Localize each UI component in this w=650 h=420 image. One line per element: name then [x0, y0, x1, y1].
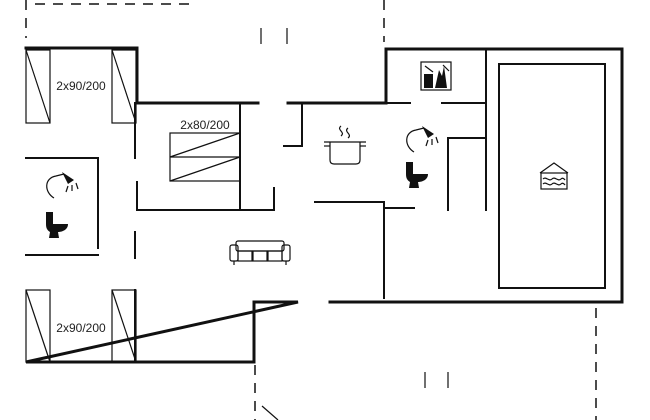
shower-icon: [406, 126, 439, 153]
bed-size-label: 2x80/200: [180, 118, 230, 132]
sofa-icon: [229, 240, 291, 265]
shower-icon: [46, 172, 79, 199]
toilet-icon: [406, 162, 428, 188]
bed-size-label: 2x90/200: [56, 79, 106, 93]
toilet-icon: [46, 212, 68, 238]
bed-middle: [169, 132, 241, 182]
interior-walls: [25, 48, 487, 363]
terrace-lines: [25, 0, 597, 420]
bed-size-label: 2x90/200: [56, 321, 106, 335]
pool: [498, 63, 606, 289]
pool-icon: [539, 162, 569, 190]
exterior-walls: [24, 46, 624, 364]
bed-top-left: [25, 49, 137, 124]
washing-machine-icon: [420, 61, 452, 91]
cooking-pot-icon: [324, 125, 366, 165]
bed-bottom-left: [25, 289, 137, 363]
